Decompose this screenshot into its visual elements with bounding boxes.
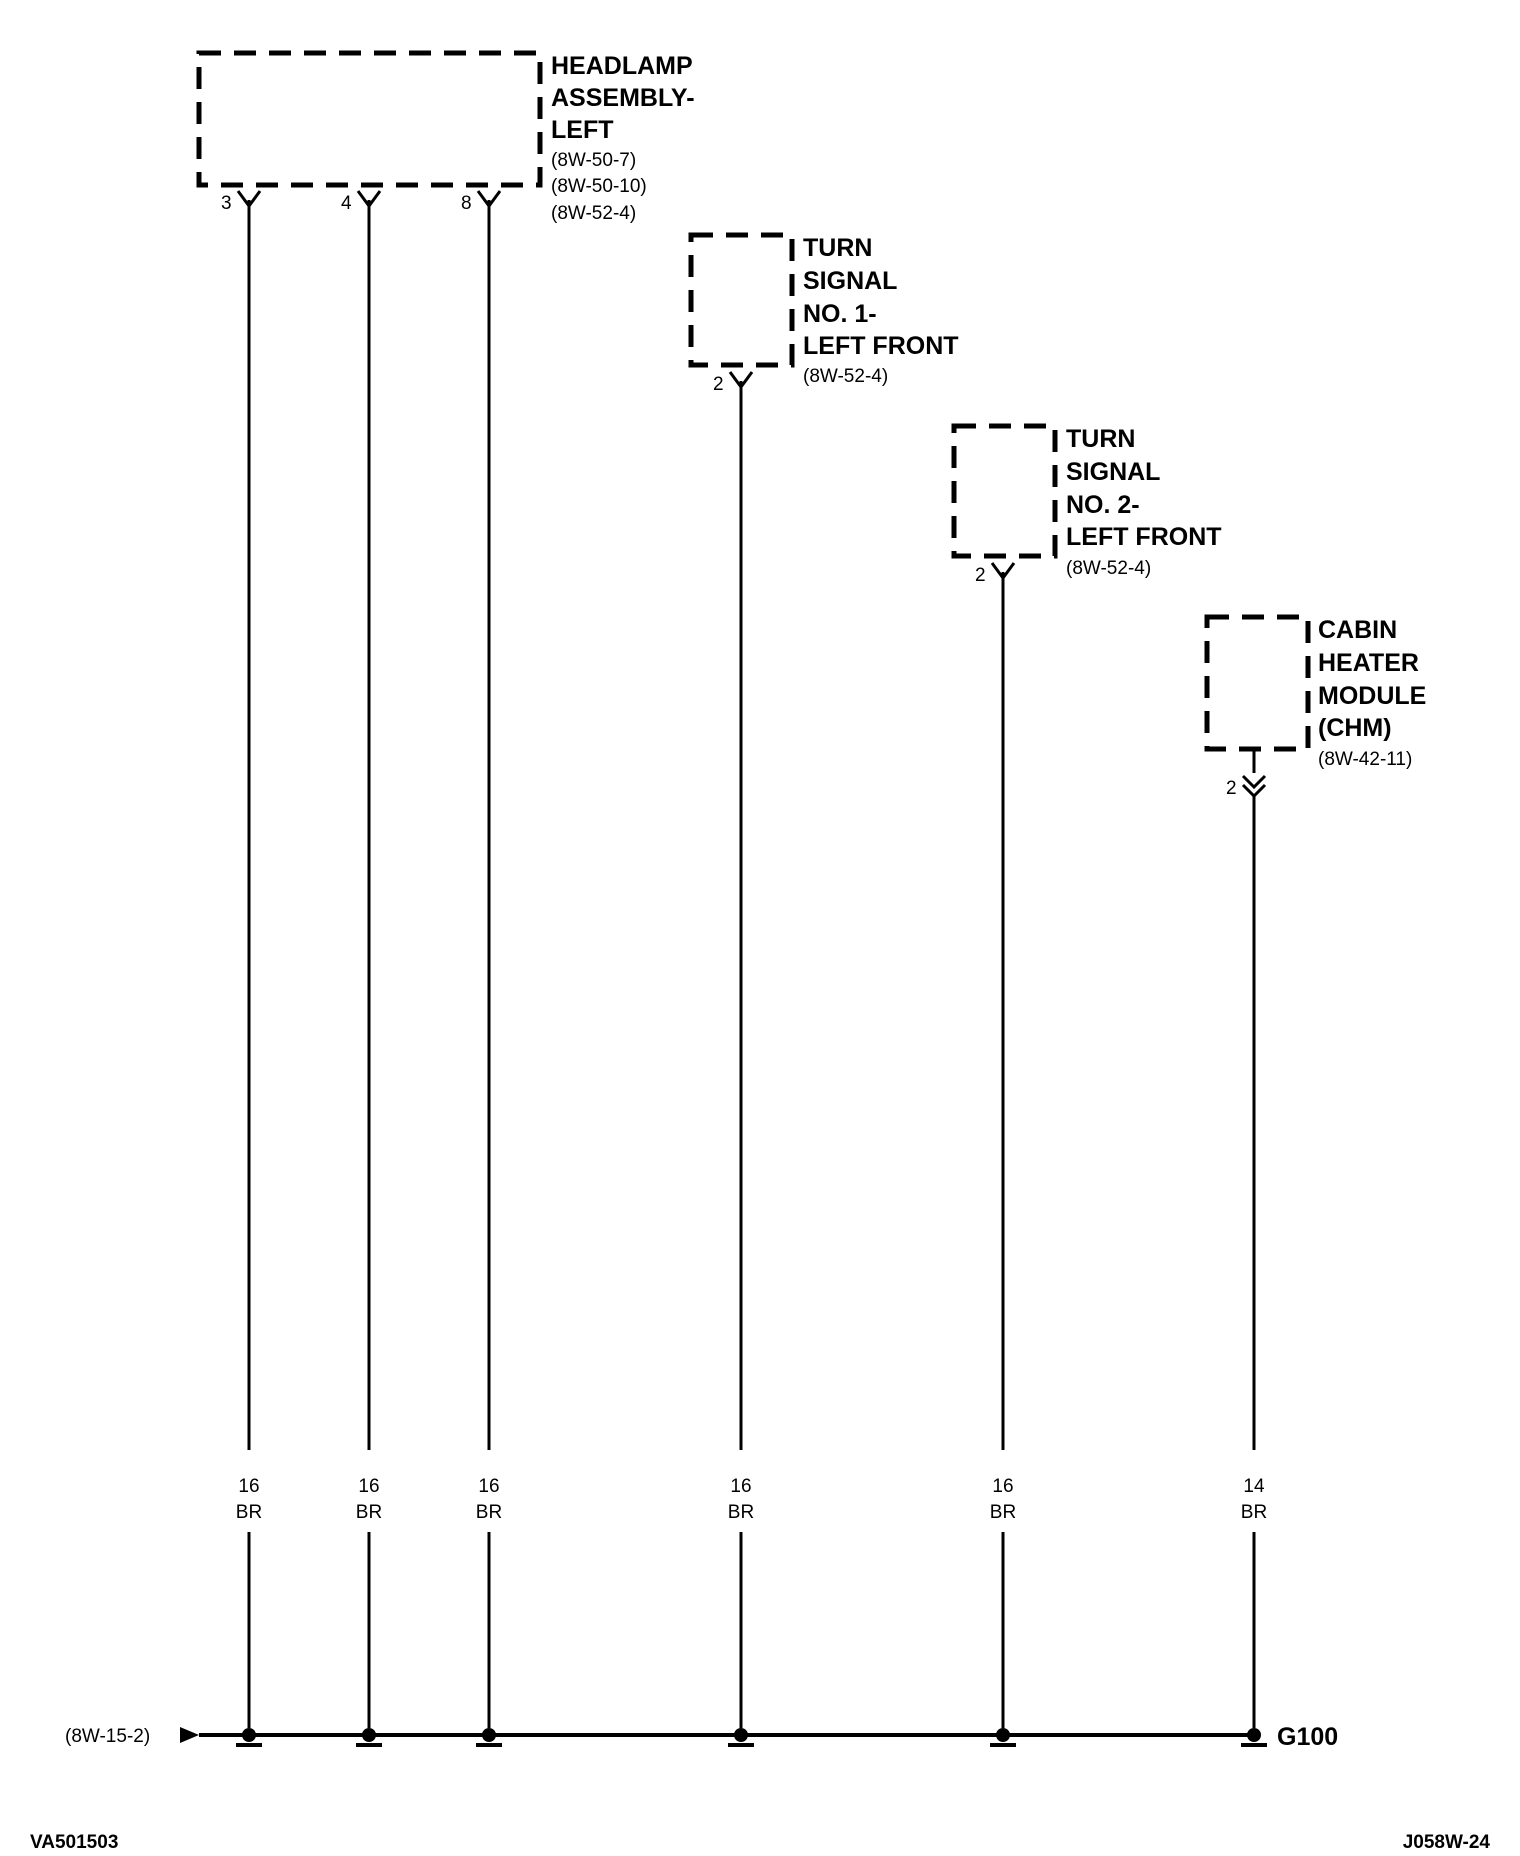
chm-ref: (8W-42-11) [1318, 749, 1412, 770]
component-turn-signal-1-left-front: TURN SIGNAL NO. 1- LEFT FRONT (8W-52-4) [688, 232, 959, 387]
turn-signal-2-title-line-2: SIGNAL [1066, 458, 1160, 486]
wire-turn-signal-1-pin-2: 2 16 BR [713, 371, 754, 1747]
chm-title-line-4: (CHM) [1318, 714, 1392, 742]
chm-title-line-2: HEATER [1318, 649, 1419, 677]
wire-gauge: 16 [358, 1476, 379, 1497]
headlamp-ref-1: (8W-50-7) [551, 150, 636, 171]
turn-signal-2-title-line-1: TURN [1066, 425, 1135, 453]
wire-color: BR [728, 1502, 754, 1523]
connector-male-icon [1241, 774, 1267, 790]
headlamp-title-line-1: HEADLAMP [551, 52, 693, 80]
pin-number: 4 [341, 193, 352, 214]
wire-color: BR [476, 1502, 502, 1523]
turn-signal-1-title-line-3: NO. 1- [803, 300, 877, 328]
turn-signal-1-title-line-2: SIGNAL [803, 267, 897, 295]
ground-point-label: G100 [1277, 1723, 1338, 1751]
turn-signal-2-title-line-4: LEFT FRONT [1066, 523, 1222, 551]
wire-color: BR [236, 1502, 262, 1523]
turn-signal-1-title-line-1: TURN [803, 234, 872, 262]
ground-incoming-ref: (8W-15-2) [65, 1726, 150, 1747]
pin-number: 8 [461, 193, 472, 214]
pin-number: 3 [221, 193, 232, 214]
arrow-right-icon [180, 1727, 199, 1743]
ground-bus: (8W-15-2) G100 [65, 1723, 1338, 1751]
figure-code-right: J058W-24 [1403, 1832, 1491, 1853]
wire-gauge: 14 [1243, 1476, 1265, 1497]
wire-gauge: 16 [730, 1476, 751, 1497]
turn-signal-1-ref: (8W-52-4) [803, 366, 888, 387]
wire-headlamp-pin-3: 3 16 BR [221, 190, 262, 1747]
chm-dashed-box [1204, 614, 1311, 752]
pin-number: 2 [975, 565, 986, 586]
chm-title-line-3: MODULE [1318, 682, 1426, 710]
wire-gauge: 16 [992, 1476, 1013, 1497]
turn-signal-2-ref: (8W-52-4) [1066, 558, 1151, 579]
wire-chm-pin-2: 2 14 BR [1226, 751, 1267, 1747]
component-headlamp-assembly-left: HEADLAMP ASSEMBLY- LEFT (8W-50-7) (8W-50… [196, 50, 695, 224]
headlamp-title-line-3: LEFT [551, 116, 614, 144]
chm-title-line-1: CABIN [1318, 616, 1397, 644]
wire-headlamp-pin-8: 8 16 BR [461, 190, 502, 1747]
component-cabin-heater-module: CABIN HEATER MODULE (CHM) (8W-42-11) [1204, 614, 1426, 770]
headlamp-ref-2: (8W-50-10) [551, 176, 647, 197]
headlamp-title-line-2: ASSEMBLY- [551, 84, 695, 112]
pin-number: 2 [713, 374, 724, 395]
wire-headlamp-pin-4: 4 16 BR [341, 190, 382, 1747]
figure-code-left: VA501503 [30, 1832, 118, 1853]
wire-color: BR [356, 1502, 382, 1523]
turn-signal-2-dashed-box [951, 423, 1058, 559]
pin-number: 2 [1226, 778, 1237, 799]
wire-gauge: 16 [238, 1476, 259, 1497]
turn-signal-1-dashed-box [688, 232, 795, 368]
wire-color: BR [1241, 1502, 1267, 1523]
wire-gauge: 16 [478, 1476, 499, 1497]
headlamp-ref-3: (8W-52-4) [551, 203, 636, 224]
wire-turn-signal-2-pin-2: 2 16 BR [975, 562, 1016, 1747]
headlamp-dashed-box [196, 50, 543, 188]
turn-signal-2-title-line-3: NO. 2- [1066, 491, 1140, 519]
wire-color: BR [990, 1502, 1016, 1523]
component-turn-signal-2-left-front: TURN SIGNAL NO. 2- LEFT FRONT (8W-52-4) [951, 423, 1222, 579]
turn-signal-1-title-line-4: LEFT FRONT [803, 332, 959, 360]
